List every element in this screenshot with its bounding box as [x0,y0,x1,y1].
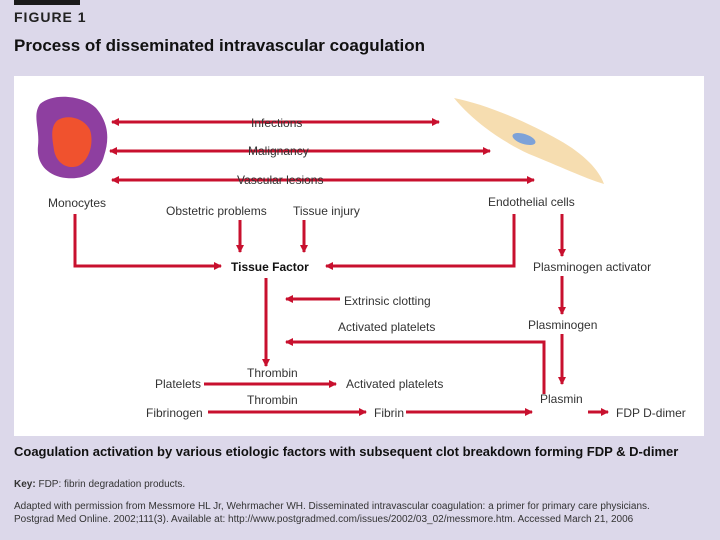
citation-line-1: Adapted with permission from Messmore HL… [14,501,650,512]
arrow-endothelial-to-tissue-factor [325,214,516,270]
label-extrinsic-clotting: Extrinsic clotting [344,294,431,308]
arrow-activated-platelets-feedback [285,338,546,394]
label-vascular-lesions: Vascular lesions [237,173,324,187]
label-tissue-injury: Tissue injury [293,204,360,218]
label-monocytes: Monocytes [48,196,107,210]
citation-line-2: Postgrad Med Online. 2002;111(3). Availa… [14,514,634,525]
label-plasminogen-activator: Plasminogen activator [533,260,652,274]
label-plasmin: Plasmin [540,392,583,406]
label-activated-platelets-feedback: Activated platelets [338,320,436,334]
label-infections: Infections [251,116,303,130]
label-obstetric-problems: Obstetric problems [166,204,267,218]
diagram-panel: Infections Malignancy Vascular lesions M… [14,76,704,436]
label-fdp-d-dimer: FDP D-dimer [616,406,686,420]
label-activated-platelets: Activated platelets [346,377,444,391]
endothelial-nucleus [512,132,536,146]
figure-title: Process of disseminated intravascular co… [14,36,425,55]
label-fibrinogen: Fibrinogen [146,406,203,420]
label-tissue-factor: Tissue Factor [231,260,309,274]
label-plasminogen: Plasminogen [528,318,598,332]
key-note: Key: FDP: fibrin degradation products. [14,479,185,490]
figure-label-bar [14,0,80,5]
key-label: Key: [14,479,36,490]
figure-label: FIGURE 1 [14,9,87,25]
key-text: FDP: fibrin degradation products. [38,479,186,490]
arrow-monocytes-to-tissue-factor [73,214,222,270]
label-platelets: Platelets [155,377,202,391]
label-endothelial-cells: Endothelial cells [488,195,575,209]
label-fibrin: Fibrin [374,406,405,420]
label-thrombin-lower: Thrombin [247,393,298,407]
figure-caption: Coagulation activation by various etiolo… [14,444,679,459]
diagram-arrows [36,96,609,416]
monocyte-cell-nucleus [52,117,92,168]
citation: Adapted with permission from Messmore HL… [14,500,650,526]
label-thrombin-upper: Thrombin [247,366,298,380]
label-malignancy: Malignancy [248,144,309,158]
